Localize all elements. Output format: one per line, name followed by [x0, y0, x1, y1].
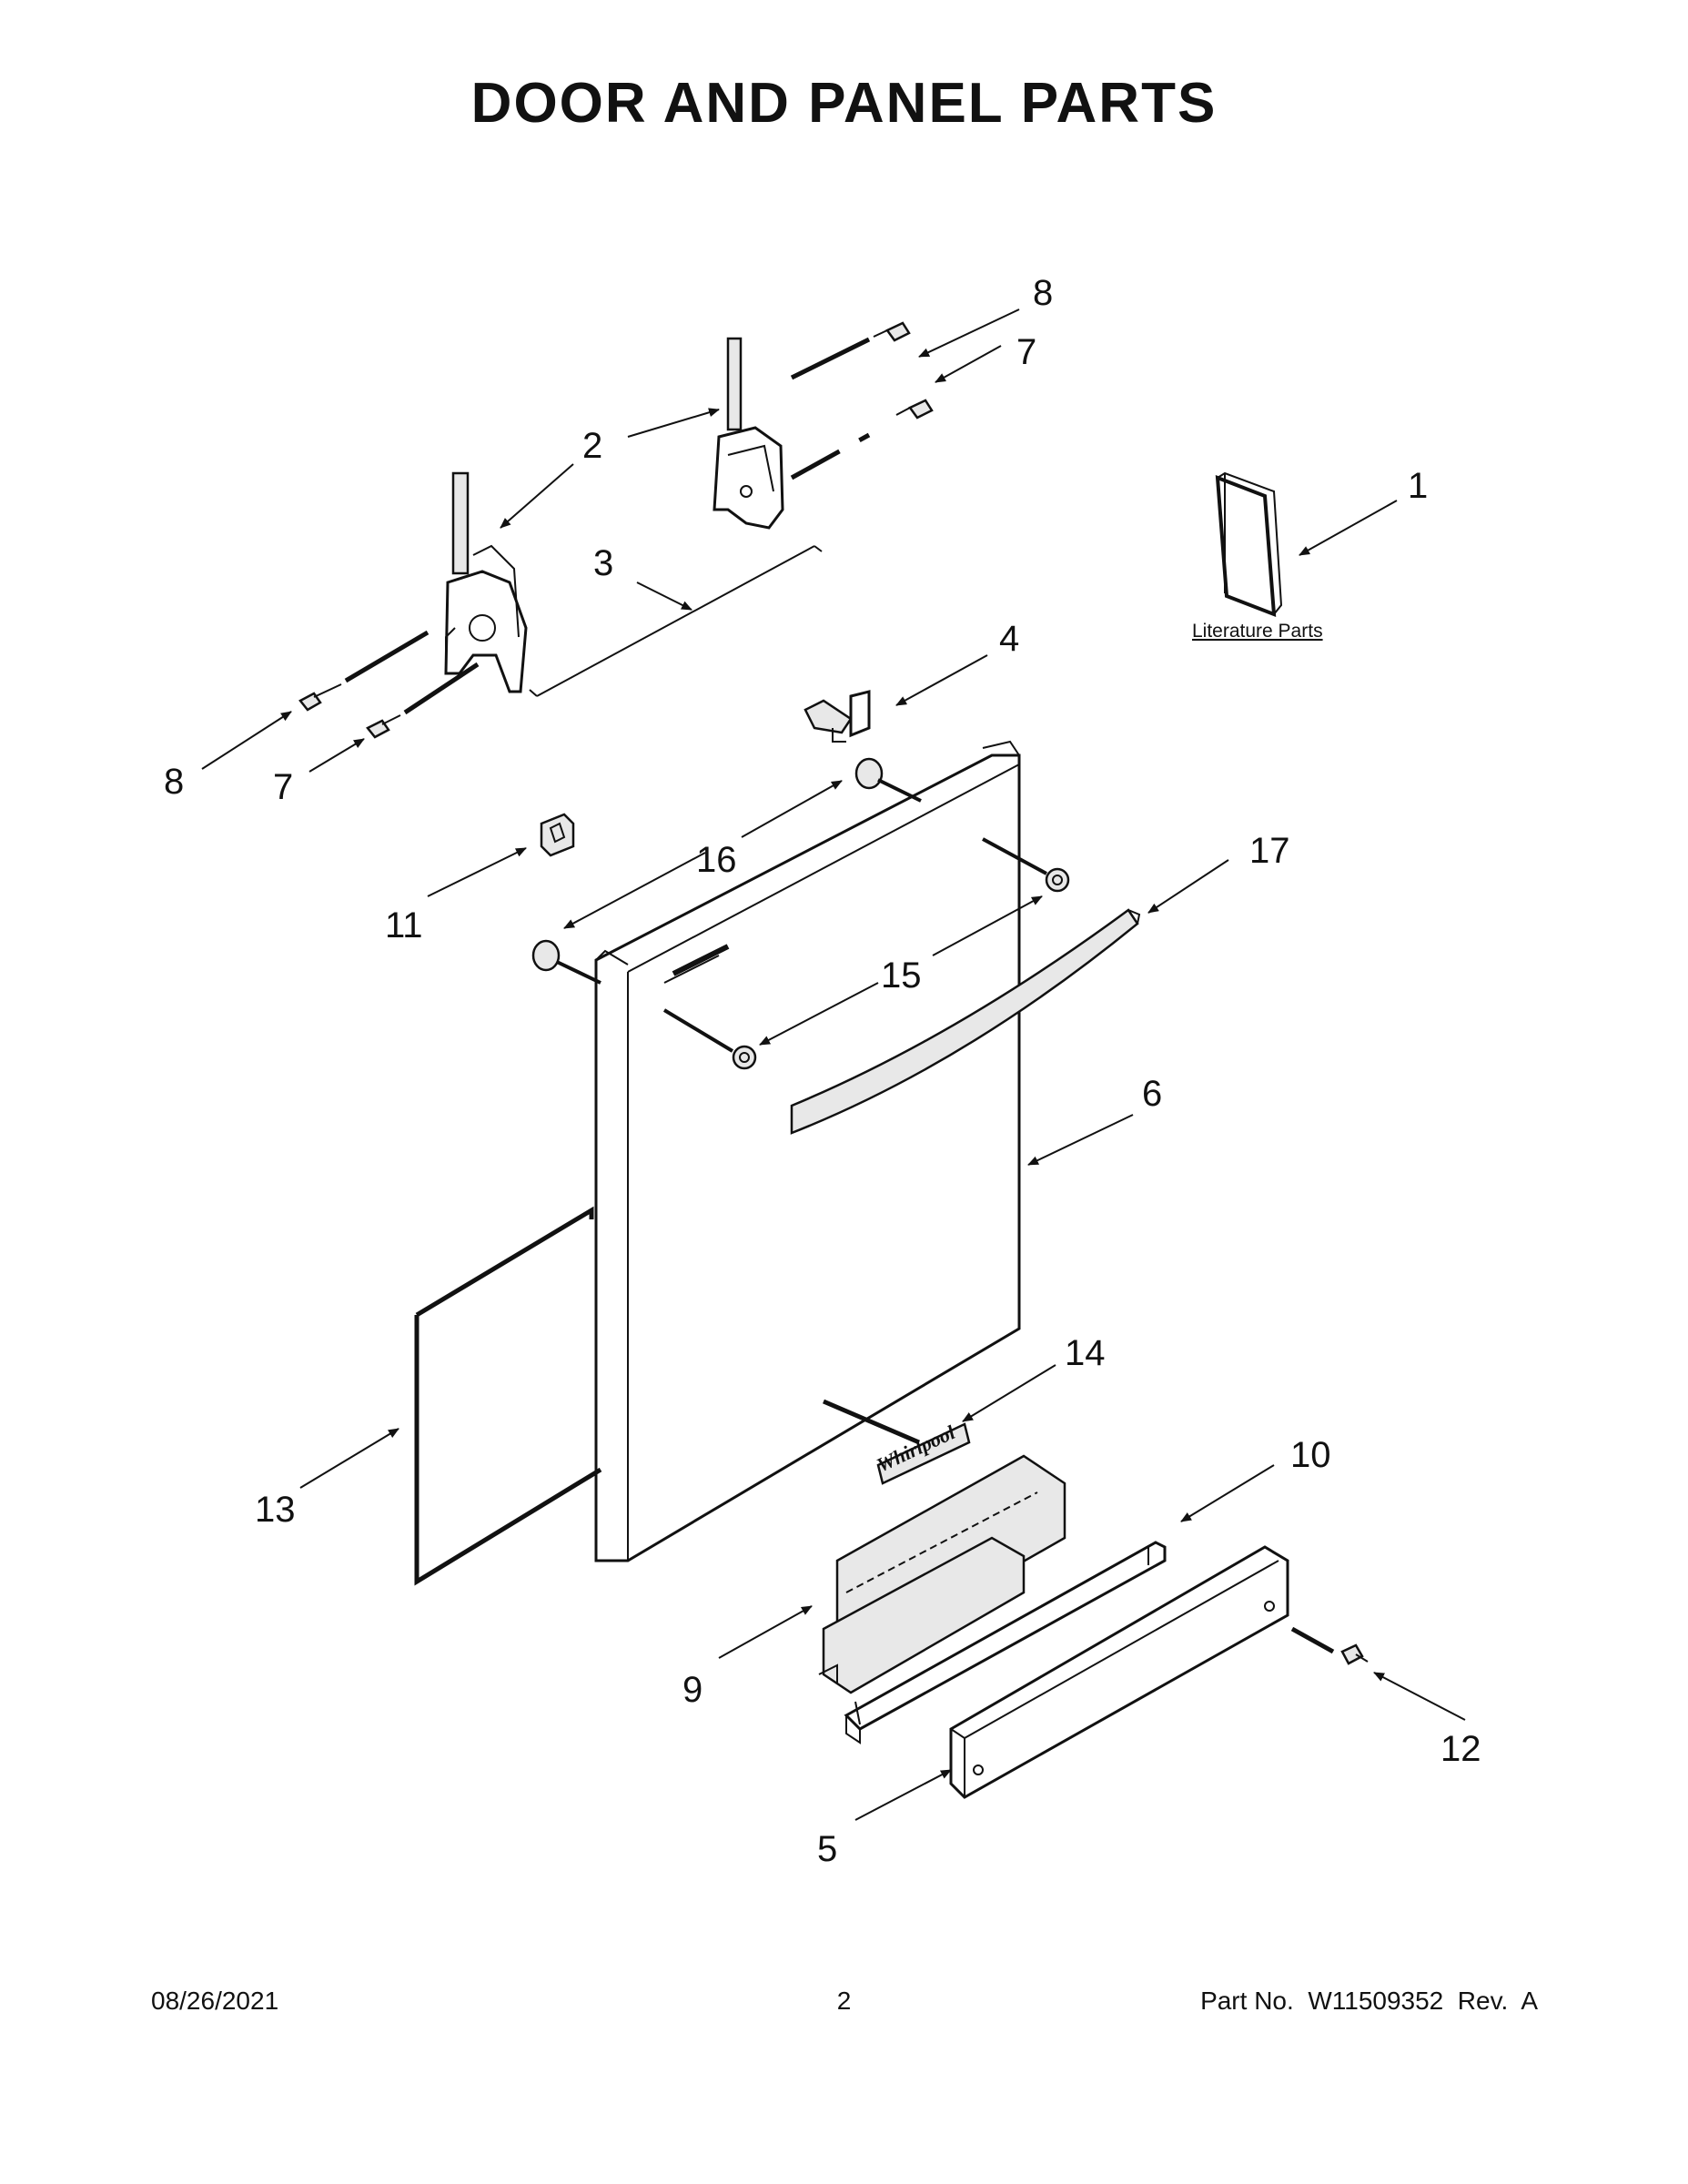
literature-book: [1215, 471, 1283, 618]
literature-parts-label: Literature Parts: [1192, 621, 1323, 642]
callout-8-right: 8: [1033, 273, 1053, 313]
callout-11: 11: [385, 905, 423, 945]
callout-3: 3: [593, 543, 613, 583]
left-hinge: [444, 471, 528, 693]
door-handle: [790, 908, 1141, 1135]
callout-17: 17: [1249, 831, 1290, 871]
toe-panel: [949, 1545, 1289, 1799]
footer-part-number: Part No. W11509352 Rev. A: [1200, 1987, 1538, 2015]
callout-4: 4: [999, 619, 1019, 659]
callout-arrows: [201, 308, 1466, 1821]
callout-7-right: 7: [1016, 332, 1036, 372]
callout-7-left: 7: [273, 767, 293, 807]
panel-insulation: [818, 1454, 1066, 1694]
right-screws: [790, 321, 934, 480]
vent-bracket: [804, 690, 871, 743]
right-hinge: [713, 337, 784, 530]
handle-screws: [662, 837, 1070, 1070]
door-bumpers: [531, 757, 922, 985]
support-plate: [844, 1541, 1167, 1744]
page-title: DOOR AND PANEL PARTS: [470, 72, 1218, 135]
left-screws: [298, 630, 480, 739]
callout-2: 2: [582, 426, 602, 466]
footer-date: 08/26/2021: [151, 1987, 279, 2015]
callout-1: 1: [1408, 466, 1428, 506]
door-rod: [529, 545, 823, 697]
latch-clip: [540, 813, 575, 857]
callout-12: 12: [1440, 1729, 1481, 1769]
door-gasket: [414, 1206, 602, 1586]
callout-9: 9: [682, 1670, 702, 1710]
callout-16: 16: [696, 840, 737, 880]
callout-14: 14: [1065, 1333, 1106, 1373]
callout-5: 5: [817, 1829, 837, 1869]
callout-8-left: 8: [164, 762, 184, 802]
callout-13: 13: [255, 1490, 296, 1530]
toe-panel-screw: [1290, 1626, 1369, 1665]
callout-10: 10: [1290, 1435, 1331, 1475]
footer-page-number: 2: [836, 1987, 852, 2015]
door-panel: [594, 740, 1021, 1562]
callout-6: 6: [1142, 1074, 1162, 1114]
callout-15: 15: [881, 956, 922, 996]
